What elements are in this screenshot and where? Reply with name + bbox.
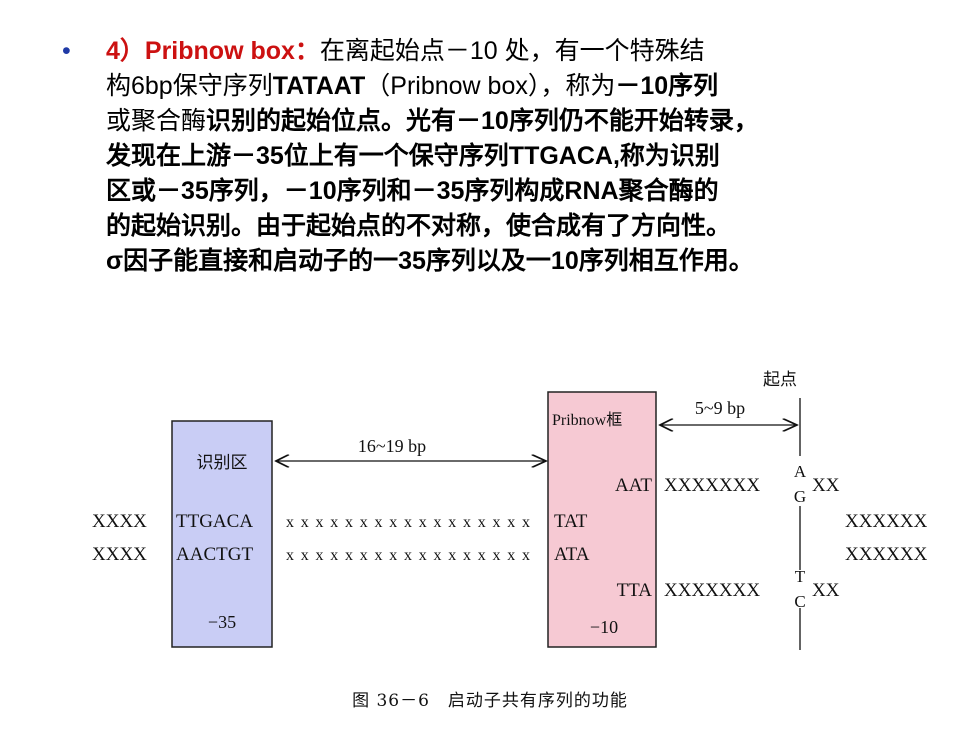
text-run: （Pribnow box），称为 <box>365 72 616 100</box>
gap-top: XXXXXXX <box>664 475 760 496</box>
start-top-upper: A <box>794 462 807 481</box>
spacer-5-9-label: 5~9 bp <box>695 398 745 418</box>
paragraph-line: σ因子能直接和启动子的一35序列以及一10序列相互作用。 <box>106 244 966 279</box>
pribnow-position: −10 <box>590 617 618 637</box>
paragraph-line: 构6bp保守序列TATAAT（Pribnow box），称为－10序列 <box>106 69 966 104</box>
recognition-position: −35 <box>208 612 236 632</box>
recognition-seq-bottom: AACTGT <box>176 544 253 565</box>
gap-bottom: XXXXXXX <box>664 580 760 601</box>
pribnow-box-label: Pribnow框 <box>552 411 622 429</box>
text-run: －10序列 <box>615 72 719 100</box>
flank-left-top: XXXX <box>92 511 147 532</box>
paragraph-line: 或聚合酶识别的起始位点。光有－10序列仍不能开始转录， <box>106 104 966 139</box>
after-start-bottom: XX <box>812 580 840 601</box>
pribnow-bottom: TTA <box>617 580 653 601</box>
paragraph-line: 发现在上游－35位上有一个保守序列TTGACA,称为识别 <box>106 139 966 174</box>
text-run: σ因子能直接和启动子的一35序列以及一10序列相互作用。 <box>106 247 754 275</box>
pribnow-box <box>547 391 657 648</box>
flank-left-bottom: XXXX <box>92 544 147 565</box>
text-run: 4）Pribnow box： <box>106 37 320 65</box>
recognition-box <box>171 420 273 648</box>
pribnow-mid-bottom: ATA <box>554 544 590 565</box>
text-run: 区或－35序列，－10序列和－35序列构成RNA聚合酶的 <box>106 177 719 205</box>
recognition-seq-top: TTGACA <box>176 511 253 532</box>
text-run: 构6bp保守序列 <box>106 72 273 100</box>
bullet-dot: • <box>62 37 71 65</box>
paragraph-line: 的起始识别。由于起始点的不对称，使合成有了方向性。 <box>106 209 966 244</box>
text-run: 的起始识别。由于起始点的不对称，使合成有了方向性。 <box>106 212 732 240</box>
text-run: 在离起始点－10 处，有一个特殊结 <box>319 37 705 65</box>
after-start-top: XX <box>812 475 840 496</box>
paragraph-line: 4）Pribnow box：在离起始点－10 处，有一个特殊结 <box>106 34 966 69</box>
linker-top: xxxxxxxxxxxxxxxxx <box>286 514 530 531</box>
spacer-16-19-label: 16~19 bp <box>358 436 426 456</box>
pribnow-mid-top: TAT <box>554 511 588 532</box>
paragraph-line: 区或－35序列，－10序列和－35序列构成RNA聚合酶的 <box>106 174 966 209</box>
start-top-lower: G <box>794 487 806 506</box>
recognition-box-label: 识别区 <box>197 453 248 473</box>
text-run: 发现在上游－35位上有一个保守序列TTGACA,称为识别 <box>106 142 720 170</box>
figure-caption: 图 36－6 启动子共有序列的功能 <box>352 691 628 711</box>
text-run: 识别的起始位点。光有－10序列仍不能开始转录， <box>206 107 759 135</box>
pribnow-top: AAT <box>615 475 652 496</box>
start-point-label: 起点 <box>763 370 797 390</box>
flank-right-top: XXXXXX <box>845 511 928 532</box>
text-run: TATAAT <box>272 72 366 100</box>
paragraph-lines: 4）Pribnow box：在离起始点－10 处，有一个特殊结构6bp保守序列T… <box>106 34 966 279</box>
start-bottom-upper: T <box>795 567 806 586</box>
flank-right-bottom: XXXXXX <box>845 544 928 565</box>
start-bottom-lower: C <box>794 592 805 611</box>
linker-bottom: xxxxxxxxxxxxxxxxx <box>286 547 530 564</box>
text-run: 或聚合酶 <box>106 107 207 135</box>
